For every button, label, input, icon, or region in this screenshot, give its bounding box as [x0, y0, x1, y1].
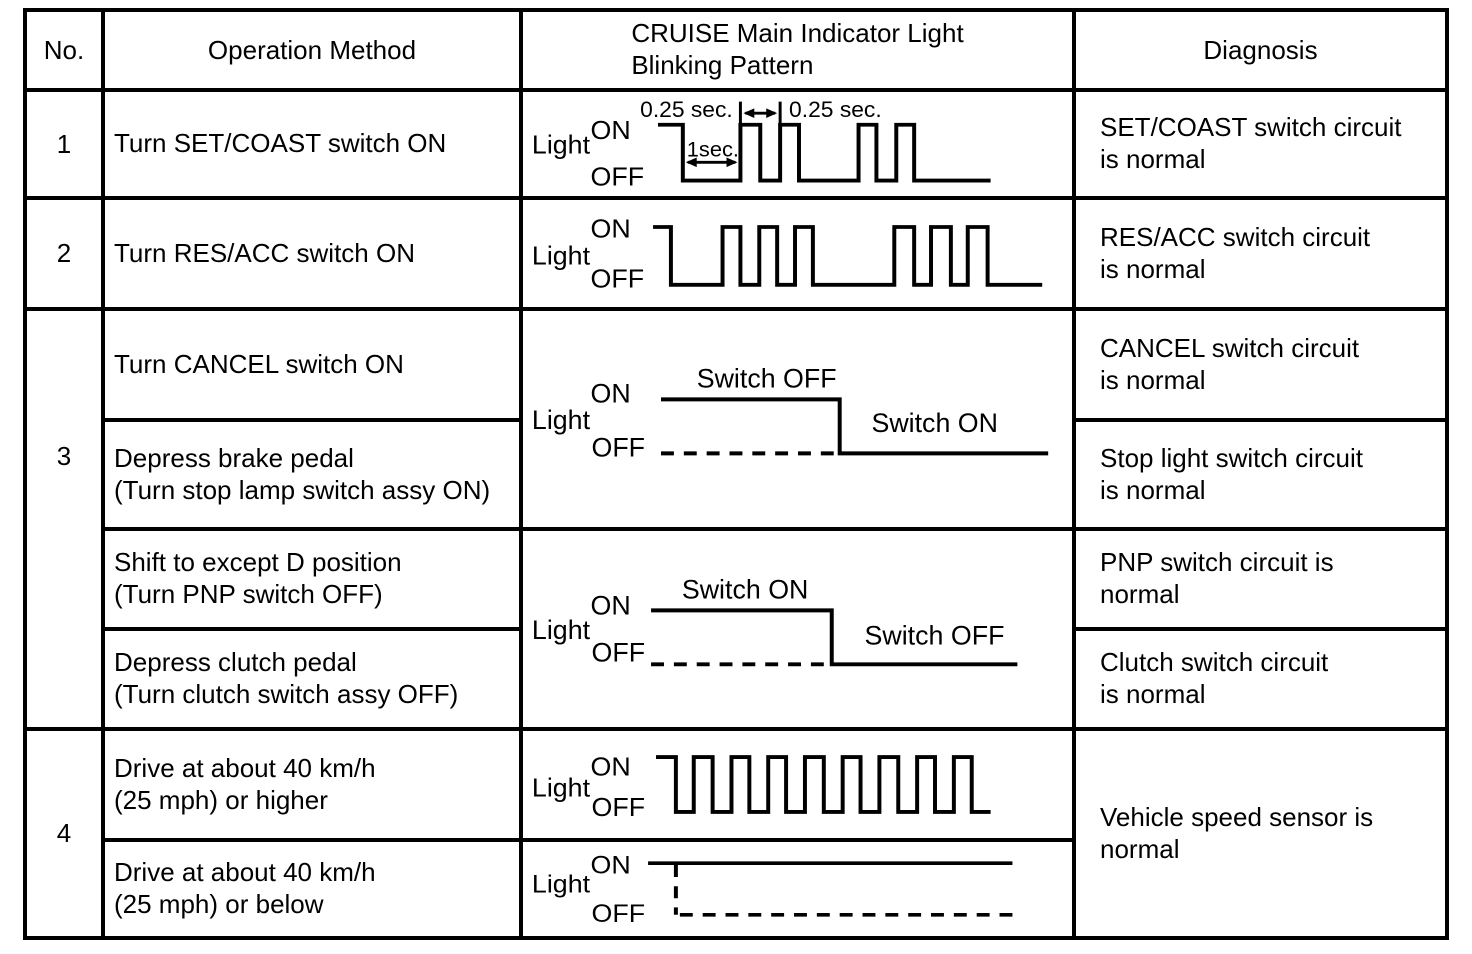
operation-text: Turn SET/COAST switch ON — [114, 128, 447, 159]
cell-operation-r3a: Turn CANCEL switch ON — [105, 311, 519, 418]
waveform-label: Switch ON — [871, 408, 998, 438]
header-operation-method: Operation Method — [105, 12, 519, 88]
waveform-label: OFF — [592, 792, 646, 822]
waveform-line — [651, 608, 1018, 667]
waveform-label: ON — [591, 852, 631, 879]
row-number: 2 — [56, 238, 72, 268]
waveform-label: ON — [591, 590, 631, 620]
operation-text: Depress brake pedal (Turn stop lamp swit… — [114, 442, 491, 505]
diagnosis-text: CANCEL switch circuit is normal — [1100, 332, 1360, 395]
waveform-label: Light — [532, 773, 591, 803]
waveform-line — [656, 755, 991, 814]
cell-no-4: 4 — [27, 731, 101, 936]
operation-text: Shift to except D position (Turn PNP swi… — [114, 547, 402, 609]
cruise-diagnosis-table: No. Operation Method CRUISE Main Indicat… — [23, 8, 1449, 940]
operation-text: Drive at about 40 km/h (25 mph) or below — [114, 857, 376, 919]
waveform-label: OFF — [592, 901, 646, 928]
cell-operation-r4a: Drive at about 40 km/h (25 mph) or highe… — [105, 731, 519, 838]
waveform-label: OFF — [592, 432, 646, 462]
row-number: 4 — [56, 818, 72, 848]
header-diagnosis: Diagnosis — [1076, 12, 1445, 88]
cell-diagnosis-r3a: CANCEL switch circuit is normal — [1076, 311, 1445, 418]
diagnosis-text: Clutch switch circuit is normal — [1100, 647, 1329, 709]
cell-no-3: 3 — [27, 311, 101, 727]
diagnosis-text: Vehicle speed sensor is normal — [1100, 801, 1374, 864]
cell-diagnosis-r3b: Stop light switch circuit is normal — [1076, 422, 1445, 527]
operation-text: Drive at about 40 km/h (25 mph) or highe… — [114, 752, 376, 815]
cell-diagnosis-r4: Vehicle speed sensor is normal — [1076, 731, 1445, 936]
cell-no-2: 2 — [27, 200, 101, 307]
waveform-label: ON — [591, 116, 631, 146]
operation-text: Turn RES/ACC switch ON — [114, 237, 415, 268]
waveform-line — [660, 397, 1049, 456]
cell-operation-r3d: Depress clutch pedal (Turn clutch switch… — [105, 631, 519, 727]
cell-operation-r3b: Depress brake pedal (Turn stop lamp swit… — [105, 422, 519, 527]
header-blinking-pattern: CRUISE Main Indicator Light Blinking Pat… — [523, 12, 1072, 88]
waveform-line — [653, 225, 1043, 287]
waveform-label: OFF — [591, 162, 645, 192]
cell-operation-r4b: Drive at about 40 km/h (25 mph) or below — [105, 842, 519, 936]
diagnosis-text: Stop light switch circuit is normal — [1100, 442, 1363, 505]
cell-diagnosis-r2: RES/ACC switch circuit is normal — [1076, 200, 1445, 307]
cell-operation-r1: Turn SET/COAST switch ON — [105, 92, 519, 196]
waveform-label: ON — [591, 214, 631, 244]
waveform-line — [658, 122, 991, 183]
waveform-label: ON — [591, 752, 631, 782]
header-no: No. — [27, 12, 101, 88]
diagnosis-text: SET/COAST switch circuit is normal — [1100, 112, 1402, 174]
operation-text: Turn CANCEL switch ON — [114, 348, 404, 379]
cell-diagnosis-r3c: PNP switch circuit is normal — [1076, 531, 1445, 627]
row-number: 3 — [56, 441, 72, 471]
waveform-label: ON — [591, 378, 631, 408]
cell-operation-r2: Turn RES/ACC switch ON — [105, 200, 519, 307]
diagnosis-text: PNP switch circuit is normal — [1100, 547, 1334, 609]
cell-no-1: 1 — [27, 92, 101, 196]
waveform-label: OFF — [592, 637, 646, 667]
waveform-label: Light — [532, 405, 591, 435]
waveform-label: 0.25 sec. — [640, 97, 733, 122]
arrowhead-icon — [743, 108, 755, 118]
header-operation-label: Operation Method — [207, 34, 417, 65]
waveform-label: Switch OFF — [697, 364, 837, 394]
cell-diagnosis-r1: SET/COAST switch circuit is normal — [1076, 92, 1445, 196]
row-number: 1 — [56, 128, 72, 159]
header-diagnosis-label: Diagnosis — [1203, 34, 1318, 65]
waveform-label: Light — [532, 241, 591, 271]
waveform-label: Light — [532, 130, 591, 160]
arrowhead-icon — [726, 157, 738, 168]
diagnosis-text: RES/ACC switch circuit is normal — [1100, 221, 1371, 284]
operation-text: Depress clutch pedal (Turn clutch switch… — [114, 647, 459, 709]
waveform-label: 0.25 sec. — [789, 97, 882, 122]
waveform-label: Light — [532, 615, 591, 645]
waveform-label: OFF — [591, 264, 645, 294]
waveform-label: 1sec. — [687, 138, 739, 162]
cell-operation-r3c: Shift to except D position (Turn PNP swi… — [105, 531, 519, 627]
arrowhead-icon — [766, 108, 778, 118]
cell-diagnosis-r3d: Clutch switch circuit is normal — [1076, 631, 1445, 727]
waveform-label: Switch OFF — [865, 621, 1005, 651]
header-pattern-label: CRUISE Main Indicator Light Blinking Pat… — [631, 18, 964, 80]
waveform-label: Switch ON — [682, 575, 809, 605]
header-no-label: No. — [43, 34, 85, 65]
waveform-label: Light — [532, 872, 590, 899]
arrowhead-icon — [685, 157, 697, 168]
